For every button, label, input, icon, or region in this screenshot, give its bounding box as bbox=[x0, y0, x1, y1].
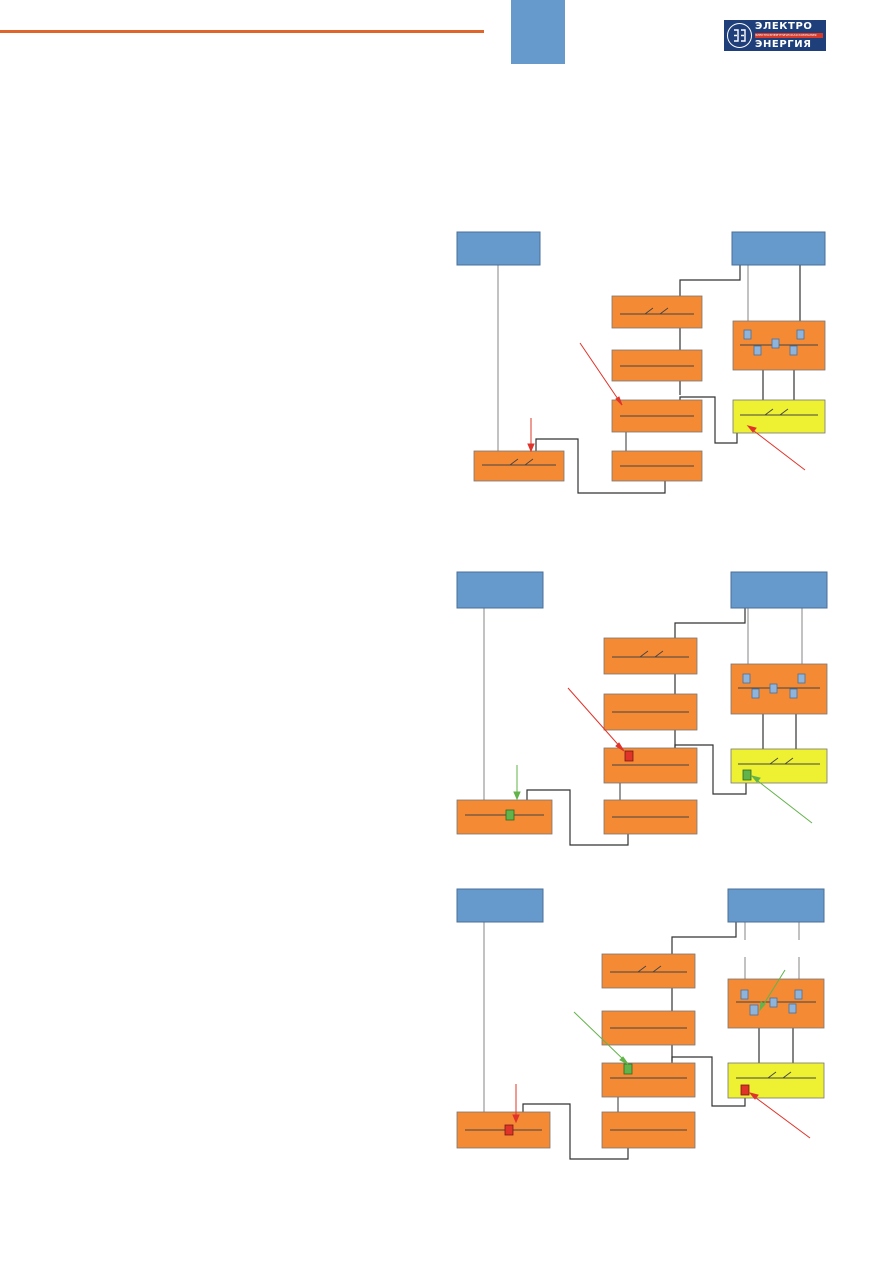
logo-emblem-icon bbox=[727, 23, 752, 48]
header-tab bbox=[511, 0, 565, 64]
logo-word-bottom: ЭНЕРГИЯ bbox=[755, 39, 812, 50]
network-diagram-fault-location bbox=[440, 225, 840, 525]
company-logo: ЭЛЕКТРО ЭЛЕКТРОЭНЕРГЕТИЧЕСКАЯ КОМПАНИЯ Э… bbox=[724, 20, 826, 51]
logo-word-top: ЭЛЕКТРО bbox=[755, 21, 813, 32]
header-rule bbox=[0, 30, 484, 33]
logo-tagline-stripe: ЭЛЕКТРОЭНЕРГЕТИЧЕСКАЯ КОМПАНИЯ bbox=[755, 33, 823, 38]
network-diagram-fault-isolation bbox=[440, 565, 840, 865]
network-diagram-power-restoration bbox=[440, 882, 840, 1182]
